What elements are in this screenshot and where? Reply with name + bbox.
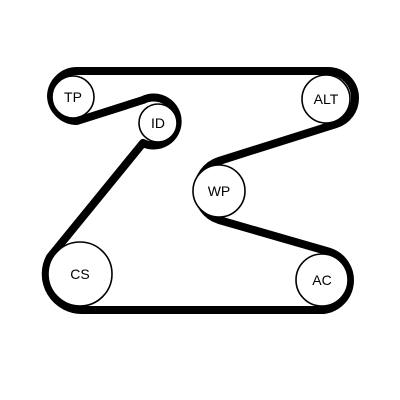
pulley-tp-label: TP xyxy=(64,89,82,105)
pulley-wp-circle xyxy=(192,164,246,218)
pulley-id: ID xyxy=(138,103,178,143)
pulley-ac-circle xyxy=(295,253,349,307)
pulley-id-circle xyxy=(138,103,178,143)
pulley-cs: CS xyxy=(47,241,113,307)
pulley-cs-label: CS xyxy=(70,266,89,282)
pulley-alt: ALT xyxy=(301,74,351,124)
pulley-cs-circle xyxy=(47,241,113,307)
pulley-wp: WP xyxy=(192,164,246,218)
serpentine-belt xyxy=(41,67,360,315)
pulley-wp-label: WP xyxy=(208,183,231,199)
pulley-alt-label: ALT xyxy=(314,91,339,107)
pulley-tp: TP xyxy=(51,75,95,119)
pulley-id-label: ID xyxy=(151,115,165,131)
pulley-tp-circle xyxy=(51,75,95,119)
pulley-alt-circle xyxy=(301,74,351,124)
pulley-ac-label: AC xyxy=(312,272,331,288)
pulley-ac: AC xyxy=(295,253,349,307)
